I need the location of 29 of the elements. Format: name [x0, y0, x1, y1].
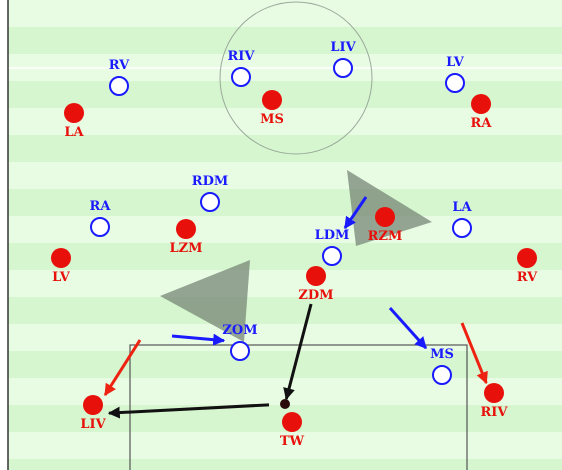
- player-label: MS: [260, 112, 284, 127]
- player-label: RIV: [228, 49, 254, 64]
- arrow: [388, 307, 428, 350]
- player-label: RA: [470, 116, 492, 131]
- arrow: [172, 334, 226, 346]
- player-label: MS: [430, 347, 454, 362]
- player-marker: [316, 228, 348, 266]
- player-label: TW: [280, 434, 304, 449]
- player-label: LDM: [314, 228, 350, 243]
- arrow: [460, 322, 488, 384]
- player-label: LA: [64, 125, 84, 140]
- player-label: RV: [516, 270, 538, 285]
- arrow: [283, 304, 312, 400]
- arrow: [104, 339, 142, 396]
- player-label: RDM: [192, 174, 228, 189]
- player-label: RV: [108, 58, 130, 73]
- player-label: LA: [452, 200, 472, 215]
- player-label: LV: [52, 270, 70, 285]
- player-label: LIV: [330, 40, 356, 55]
- player-marker: [225, 49, 257, 87]
- arrow: [108, 403, 270, 419]
- player-label: LIV: [80, 417, 106, 432]
- player-label: RIV: [480, 405, 508, 420]
- arrow: [344, 196, 368, 229]
- player-label: LZM: [169, 241, 203, 256]
- player-label: RZM: [368, 229, 402, 244]
- player-label: RA: [90, 199, 110, 214]
- player-label: LV: [446, 55, 464, 70]
- player-label: ZDM: [298, 288, 334, 303]
